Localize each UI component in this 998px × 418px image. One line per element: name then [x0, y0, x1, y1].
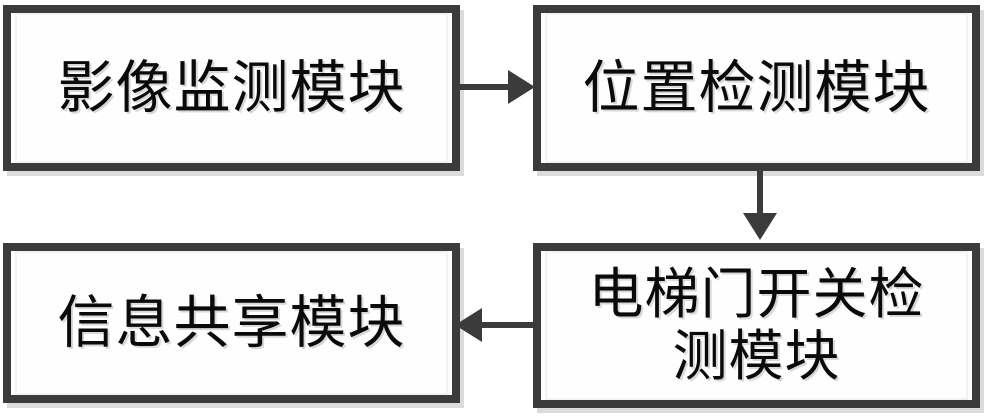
node-door-switch-detect[interactable]: 电梯门开关检 测模块: [533, 243, 980, 408]
arrow-head-left-icon: [455, 308, 482, 342]
node-image-monitor-label: 影像监测模块: [57, 54, 406, 121]
arrow-shaft-vertical: [757, 171, 763, 229]
node-image-monitor[interactable]: 影像监测模块: [3, 5, 460, 171]
node-door-switch-detect-label: 电梯门开关检 测模块: [588, 261, 925, 388]
node-image-monitor-inner: 影像监测模块: [15, 13, 448, 163]
node-position-detect-label: 位置检测模块: [582, 54, 931, 121]
arrow-shaft-horizontal: [468, 322, 534, 328]
arrow-head-right-icon: [508, 70, 535, 104]
node-door-switch-detect-inner: 电梯门开关检 测模块: [545, 251, 968, 400]
node-position-detect[interactable]: 位置检测模块: [533, 5, 980, 171]
node-info-share-inner: 信息共享模块: [15, 251, 448, 395]
arrow-shaft-horizontal: [460, 84, 524, 90]
node-position-detect-inner: 位置检测模块: [545, 13, 968, 163]
arrow-head-down-icon: [743, 213, 777, 240]
node-info-share[interactable]: 信息共享模块: [3, 243, 460, 403]
node-info-share-label: 信息共享模块: [57, 289, 406, 356]
